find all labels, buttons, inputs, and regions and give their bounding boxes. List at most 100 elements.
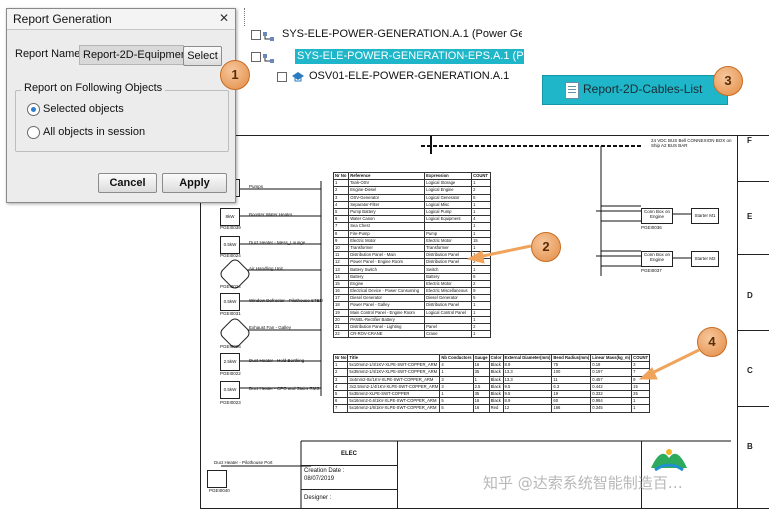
table-cell: 9 [631,375,651,384]
tree-item-osv01[interactable]: OSV01-ELE-POWER-GENERATION.A.1 [309,70,510,82]
table-cell: Battery [348,272,426,281]
table-cell: 21 [332,322,350,332]
table-cell: 2.5 [472,382,490,391]
equipment-label: Duct Heater - Mess_Lounge [249,240,306,245]
report-cables-list-label: Report-2D-Cables-List [583,82,703,96]
close-icon[interactable]: ✕ [218,11,229,25]
table-cell: 25 [631,389,651,399]
starter-box: Starter M2 [691,251,719,267]
selected-objects-radio[interactable] [27,103,40,116]
table-cell: 0.197 [590,368,633,377]
equipment-symbol [207,470,227,488]
table-cell: Electric Motor [424,279,473,289]
table-cell: Engine [348,279,426,289]
table-cell: 4 [332,382,349,391]
zone-divider [737,181,769,182]
table-cell: 4 [439,361,474,370]
equipment-label: Window Defroster - Pilothouse STBD [249,298,324,303]
table-cell: 16 [472,404,490,413]
table-cell: 13.3 [502,375,553,384]
table-cell: 0.18 [590,361,633,370]
equipment-label: Duct Heater - Hold Berthing [249,358,305,363]
tree-expander[interactable] [251,52,261,62]
select-button[interactable]: Select [183,46,222,66]
table-cell: 7 [332,404,349,413]
equipment-ref: PGEI0023 [220,400,241,405]
table-cell: 13 [332,265,350,274]
table-cell: Switch [424,265,473,274]
callout-badge-3: 3 [713,66,743,96]
table-cell: Battery [424,272,473,281]
table-header-cell: External Diameter(mm) [502,353,553,363]
table-cell: 8.9 [502,361,553,370]
creation-date: 08/07/2019 [304,476,335,482]
product-icon [291,70,305,82]
equipment-ref: PGEI0024 [220,253,241,258]
table-cell: 0.332 [590,389,633,399]
table-cell: 22 [332,330,350,339]
conn-box: Conn Box on Engine [641,251,673,267]
table-cell: Distribution Panel [424,258,473,267]
table-cell: Power Panel - Galley [348,301,426,310]
system-icon [263,29,275,41]
all-objects-radio[interactable] [27,126,40,139]
table-cell: 5 [439,397,474,406]
tree-expander[interactable] [277,72,287,82]
table-cell [424,315,473,324]
tree-item-power-generation-eps[interactable]: SYS-ELE-POWER-GENERATION-EPS.A.1 (Power … [295,49,524,64]
starter-box: Starter M1 [691,208,719,224]
table-cell: 1 [439,389,474,399]
table-cell: 5 [439,404,474,413]
table-header-cell: COUNT [631,353,651,363]
equipment-ref: PGEI0031 [220,311,241,316]
table-header-cell: Nb Conductors [439,353,474,363]
table-cell: 18 [332,301,350,310]
table-cell: 15 [332,279,350,289]
table-cell: 1 [471,330,491,339]
table-cell: Power Panel - Engine Room [348,258,426,267]
specification-tree: SYS-ELE-POWER-GENERATION.A.1 (Power Gene… [237,8,524,88]
report-cables-list-item[interactable]: Report-2D-Cables-List [542,75,728,105]
table-cell: 16 [332,286,350,296]
table-cell: 2 [471,279,491,289]
tree-item-power-generation[interactable]: SYS-ELE-POWER-GENERATION.A.1 (Power Gene… [282,28,522,40]
equipment-tag: 0.5kW [220,236,240,254]
table-cell: 3 [439,375,474,384]
equipment-ref: PGEI0026 [220,344,241,349]
table-cell: 19 [332,308,350,317]
table-cell: Distribution Panel [424,251,473,260]
selected-objects-label: Selected objects [43,103,124,115]
equipment-label: Air Handling Unit [249,266,283,271]
table-cell: 16 [472,361,490,370]
apply-button[interactable]: Apply [162,173,227,193]
table-cell: 0.457 [590,375,633,384]
title-block-divider [301,489,397,490]
table-cell: 3 [631,361,651,370]
table-cell: 20 [332,315,350,324]
equipment-label: Exhaust Fan - Galley [249,325,292,330]
tree-expander[interactable] [251,30,261,40]
zone-label-e: E [747,212,753,221]
table-header-cell: Nr No [332,353,349,363]
tree-connector [244,8,246,26]
table-cell: Panel [424,322,473,332]
table-cell: 35 [472,368,490,377]
conn-box: Conn Box on Engine [641,208,673,224]
title-block-title: ELEC [341,451,358,457]
callout-badge-1: 1 [220,60,250,90]
report-document-icon [565,82,579,99]
cancel-button[interactable]: Cancel [98,173,157,193]
report-name-label: Report Name [15,48,81,60]
table-cell: 0.984 [590,397,633,406]
table-cell: Crane [424,330,473,339]
all-objects-label: All objects in session [43,126,146,138]
